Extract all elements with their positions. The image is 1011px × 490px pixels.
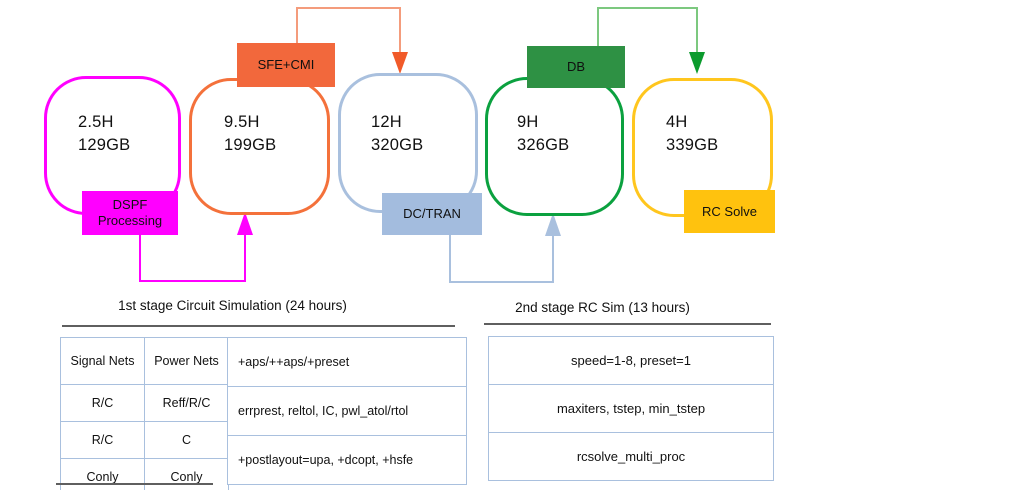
arrow-dspf-head-icon <box>237 212 253 235</box>
table-row: speed=1-8, preset=1 <box>488 336 774 385</box>
stage4-label-db: DB <box>527 46 625 88</box>
stage1-time: 2.5H <box>78 113 114 131</box>
arrow-dctran-line <box>449 235 554 283</box>
table-row: +postlayout=upa, +dcopt, +hsfe <box>227 435 467 485</box>
stage4-stats: 9H 326GB <box>517 111 569 157</box>
stage4-time: 9H <box>517 113 539 131</box>
nets-cell: Conly <box>144 458 229 490</box>
stage1-label-text: DSPF Processing <box>97 197 163 228</box>
stage5-label-text: RC Solve <box>702 203 757 219</box>
stage3-label-dc-tran: DC/TRAN <box>382 193 482 235</box>
table-row: rcsolve_multi_proc <box>488 432 774 481</box>
nets-cell: R/C <box>60 384 145 422</box>
stage2-label-sfe-cmi: SFE+CMI <box>237 43 335 87</box>
connector-arrows-layer <box>139 7 705 283</box>
stage3-time: 12H <box>371 113 402 131</box>
arrow-db-head-icon <box>689 52 705 74</box>
stage3-label-text: DC/TRAN <box>403 206 461 221</box>
arrow-dctran-to-stage4 <box>449 213 561 283</box>
table-row: Conly Conly <box>60 458 229 490</box>
circuit-sim-params-table: +aps/++aps/+preset errprest, reltol, IC,… <box>227 337 467 485</box>
stage5-time: 4H <box>666 113 688 131</box>
stage3-size: 320GB <box>371 136 424 154</box>
param-cell: rcsolve_multi_proc <box>488 432 774 481</box>
arrow-sfe-head-icon <box>392 52 408 74</box>
stage3-stats: 12H 320GB <box>371 111 423 157</box>
param-cell: +aps/++aps/+preset <box>227 337 467 387</box>
stage4-size: 326GB <box>517 136 570 154</box>
stage5-stats: 4H 339GB <box>666 111 718 157</box>
param-cell: maxiters, tstep, min_tstep <box>488 384 774 433</box>
stage2-node <box>189 78 330 215</box>
arrow-db-to-stage5 <box>597 7 705 74</box>
nets-cell: Reff/R/C <box>144 384 229 422</box>
rc-sim-params-table: speed=1-8, preset=1 maxiters, tstep, min… <box>488 336 774 481</box>
stage3-node <box>338 73 478 213</box>
stage2-label-text: SFE+CMI <box>257 57 315 72</box>
param-cell: +postlayout=upa, +dcopt, +hsfe <box>227 435 467 485</box>
stage1-stats: 2.5H 129GB <box>78 111 130 157</box>
param-cell: speed=1-8, preset=1 <box>488 336 774 385</box>
stage5-label-rc-solve: RC Solve <box>684 190 775 233</box>
group2-top-rule <box>484 323 771 325</box>
arrow-dctran-head-icon <box>545 213 561 236</box>
group1-top-rule <box>62 325 455 327</box>
stage5-size: 339GB <box>666 136 719 154</box>
table-row: R/C Reff/R/C <box>60 384 229 422</box>
nets-table: Signal Nets Power Nets R/C Reff/R/C R/C … <box>60 337 229 490</box>
nets-header-power: Power Nets <box>144 337 229 385</box>
table-row: errprest, reltol, IC, pwl_atol/rtol <box>227 386 467 436</box>
stage2-stats: 9.5H 199GB <box>224 111 276 157</box>
nets-table-header-row: Signal Nets Power Nets <box>60 337 229 385</box>
param-cell: errprest, reltol, IC, pwl_atol/rtol <box>227 386 467 436</box>
nets-cell: C <box>144 421 229 459</box>
stage4-node <box>485 77 624 216</box>
stage2-time: 9.5H <box>224 113 260 131</box>
stage4-label-text: DB <box>566 59 586 74</box>
table-row: R/C C <box>60 421 229 459</box>
arrow-sfe-line <box>296 7 401 54</box>
group1-bottom-rule <box>56 483 213 485</box>
nets-header-signal: Signal Nets <box>60 337 145 385</box>
stage2-size: 199GB <box>224 136 277 154</box>
stage1-label-dspf-processing: DSPF Processing <box>82 191 178 235</box>
table-row: +aps/++aps/+preset <box>227 337 467 387</box>
arrow-sfe-to-stage3 <box>296 7 408 74</box>
arrow-dspf-line <box>139 234 246 282</box>
table-row: maxiters, tstep, min_tstep <box>488 384 774 433</box>
group2-title: 2nd stage RC Sim (13 hours) <box>515 300 690 315</box>
nets-cell: Conly <box>60 458 145 490</box>
group1-title: 1st stage Circuit Simulation (24 hours) <box>118 298 347 313</box>
stage1-size: 129GB <box>78 136 131 154</box>
nets-cell: R/C <box>60 421 145 459</box>
arrow-dspf-to-stage2 <box>139 212 253 282</box>
arrow-db-line <box>597 7 698 54</box>
